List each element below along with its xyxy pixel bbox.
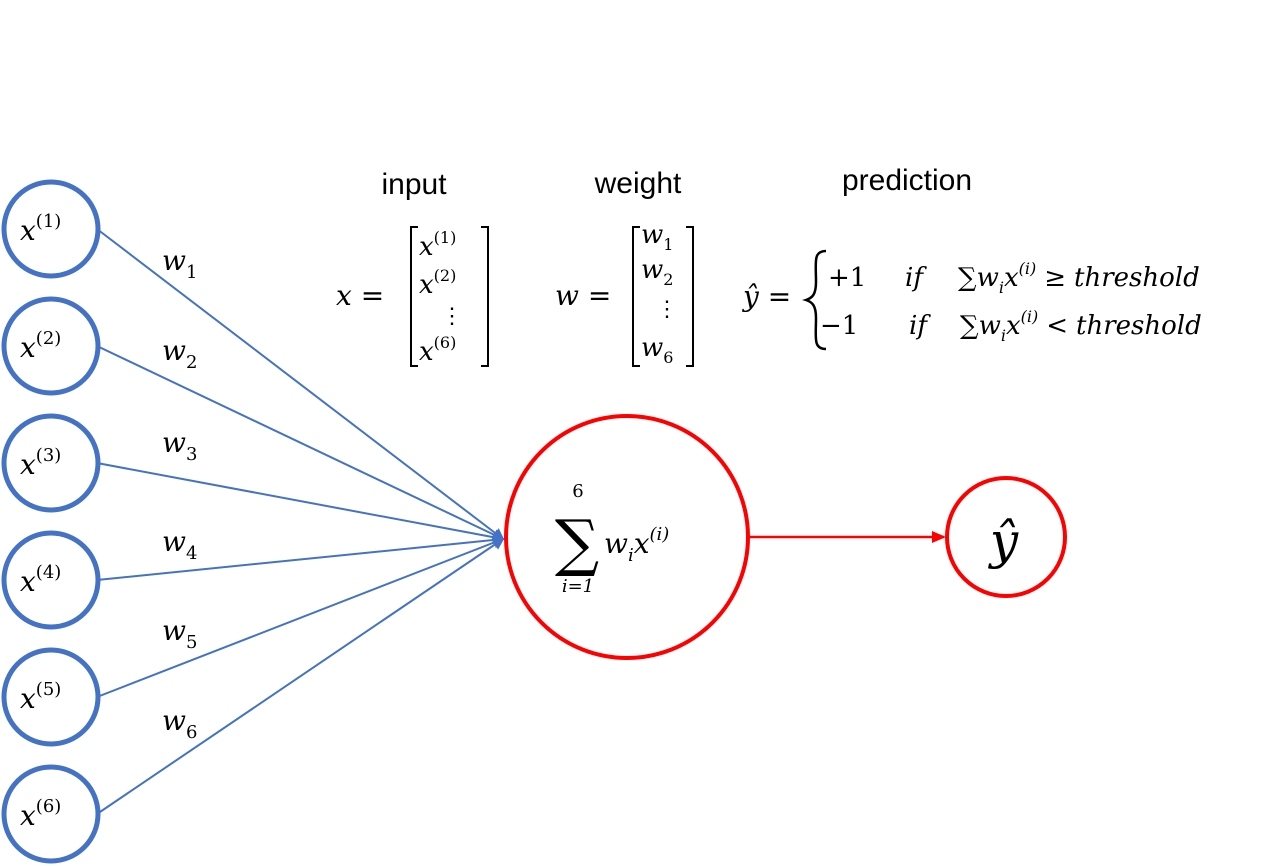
output-node-label: ŷ bbox=[988, 512, 1019, 570]
sum-upper-limit: 6 bbox=[572, 481, 583, 502]
input-node-2-label: x(2) bbox=[20, 328, 61, 364]
input-node-1: x(1) bbox=[1, 179, 101, 279]
prediction-brace bbox=[802, 249, 827, 351]
input-vector-vdots: ⋮ bbox=[441, 304, 463, 329]
edge-5 bbox=[96, 537, 505, 698]
input-node-1-label: x(1) bbox=[20, 211, 61, 247]
weight-label-5: w5 bbox=[162, 614, 197, 653]
weight-label-1: w1 bbox=[162, 244, 197, 283]
input-node-5-label: x(5) bbox=[20, 679, 61, 715]
input-node-3: x(3) bbox=[1, 413, 101, 513]
input-vector-entry-1: x(1) bbox=[419, 228, 456, 262]
edge-4 bbox=[96, 534, 505, 581]
sum-lower-limit: i=1 bbox=[562, 576, 594, 597]
input-vector-entry-2: x(2) bbox=[419, 266, 456, 300]
weight-label-4: w4 bbox=[162, 525, 197, 564]
weight-vector-entry-6: w6 bbox=[641, 333, 673, 367]
input-node-4-label: x(4) bbox=[20, 562, 61, 598]
summation-node: 6 ∑ i=1 wix(i) bbox=[504, 414, 750, 660]
weight-label-6: w6 bbox=[162, 704, 197, 743]
weight-vector-vdots: ⋮ bbox=[656, 297, 678, 322]
header-input: input bbox=[381, 168, 447, 201]
input-vector-right-bracket bbox=[481, 226, 489, 367]
edge-6 bbox=[96, 537, 505, 815]
weight-label-2: w2 bbox=[162, 334, 197, 373]
input-vector-entry-6: x(6) bbox=[419, 333, 456, 367]
input-node-5: x(5) bbox=[1, 647, 101, 747]
input-node-3-label: x(3) bbox=[20, 445, 61, 481]
weight-label-3: w3 bbox=[162, 426, 197, 465]
prediction-rule: ŷ = +1 if ∑wix(i)≥threshold −1 if ∑wix(i… bbox=[741, 249, 1202, 351]
sum-symbol: ∑ bbox=[555, 506, 599, 579]
weight-vector-left-bracket bbox=[632, 226, 640, 367]
input-edges bbox=[96, 228, 505, 815]
weight-vector-lhs: w = bbox=[555, 279, 611, 312]
input-vector-lhs: x = bbox=[336, 279, 384, 312]
edge-3 bbox=[96, 462, 505, 544]
sum-term: wix(i) bbox=[604, 524, 669, 566]
weight-vector-entry-1: w1 bbox=[641, 220, 673, 254]
input-vector: x = x(1) x(2) ⋮ x(6) bbox=[336, 226, 489, 367]
edge-2 bbox=[96, 345, 505, 541]
weight-vector-entry-2: w2 bbox=[641, 255, 673, 289]
header-prediction: prediction bbox=[842, 164, 972, 197]
prediction-case-2: −1 if ∑wix(i)<threshold bbox=[820, 307, 1202, 345]
input-vector-left-bracket bbox=[410, 226, 418, 367]
edge-1 bbox=[96, 228, 505, 541]
weight-vector: w = w1 w2 ⋮ w6 bbox=[555, 220, 694, 367]
output-node: ŷ bbox=[945, 476, 1067, 598]
prediction-case-1: +1 if ∑wix(i)≥threshold bbox=[828, 259, 1200, 297]
weight-vector-right-bracket bbox=[686, 226, 694, 367]
header-weight: weight bbox=[594, 167, 682, 200]
input-node-6: x(6) bbox=[1, 764, 101, 864]
input-node-4: x(4) bbox=[1, 530, 101, 630]
prediction-lhs: ŷ = bbox=[741, 280, 791, 313]
input-node-2: x(2) bbox=[1, 296, 101, 396]
input-node-6-label: x(6) bbox=[20, 796, 61, 832]
